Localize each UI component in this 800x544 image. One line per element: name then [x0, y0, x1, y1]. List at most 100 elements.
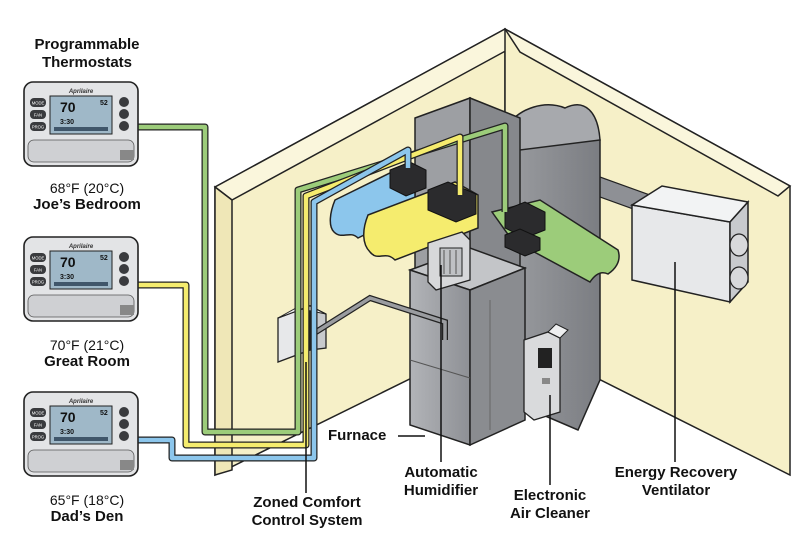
- thermostat-fan-button: [30, 265, 46, 274]
- thermostat-arrow-button: [119, 431, 129, 441]
- return-duct-top: [507, 104, 601, 151]
- thermostat-temp-reading: 70: [60, 409, 76, 425]
- air-cleaner-side: [547, 323, 569, 339]
- thermostat-bottom-tab: [120, 460, 134, 470]
- thermostat-mode-button: [30, 408, 46, 417]
- humidifier-label-line-1: Automatic: [404, 464, 478, 481]
- thermostat-time: 3:30: [60, 119, 74, 126]
- thermostat-prog-button: [30, 122, 46, 131]
- thermostat-fan-button: [30, 420, 46, 429]
- thermostat-bottom-tab: [120, 305, 134, 315]
- thermostat-arrow-button: [119, 97, 129, 107]
- thermostat-1-temp: 68°F (20°C): [49, 180, 125, 196]
- erv-port-lower: [729, 266, 749, 290]
- zone-control-label: Zoned Comfort Control System: [240, 494, 374, 530]
- thermostat-arrow-button: [119, 419, 129, 429]
- energy-recovery-ventilator: [574, 167, 750, 304]
- thermostat-setpoint: 52: [100, 100, 108, 107]
- thermostat-arrow-button: [119, 264, 129, 274]
- damper-yellow: [427, 181, 477, 223]
- thermostat-brand: Aprilaire: [68, 89, 94, 95]
- thermostat-arrow-button: [119, 407, 129, 417]
- thermostat-time: 3:30: [60, 429, 74, 436]
- thermostat-temp-reading: 70: [60, 99, 76, 115]
- leader-lines: [305, 262, 676, 493]
- thermostat-base: [27, 294, 135, 318]
- humidifier-label-line-2: Humidifier: [403, 482, 479, 499]
- thermostat-fan-label: FAN: [34, 113, 42, 118]
- furnace-label: Furnace: [328, 427, 387, 444]
- thermostat-3: Aprilaire 70 52 3:30 MODE FAN PROG: [23, 391, 139, 477]
- thermostat-setpoint: 52: [100, 255, 108, 262]
- air-cleaner-label-line-2: Air Cleaner: [509, 505, 591, 522]
- wire-blue: [137, 147, 411, 461]
- thermostat-1: Aprilaire 70 52 3:30 MODE FAN PROG: [23, 81, 139, 167]
- thermostat-2-caption: 70°F (21°C) Great Room: [12, 337, 162, 371]
- thermostat-bottom-tab: [120, 150, 134, 160]
- title-label: Programmable Thermostats: [12, 36, 162, 72]
- thermostat-3-room: Dad’s Den: [50, 508, 124, 525]
- thermostat-fan-button: [30, 110, 46, 119]
- thermostat-1-caption: 68°F (20°C) Joe’s Bedroom: [12, 180, 162, 214]
- zone-control-label-line-1: Zoned Comfort: [253, 494, 361, 511]
- air-cleaner-unit: [523, 323, 569, 421]
- thermostat-prog-label: PROG: [32, 125, 44, 130]
- air-cleaner-light: [542, 378, 550, 384]
- humidifier-unit: [427, 231, 471, 291]
- thermostat-mode-label: MODE: [32, 411, 45, 416]
- thermostat-arrow-button: [119, 252, 129, 262]
- zone-ducts: [329, 161, 620, 283]
- thermostat-fan-label: FAN: [34, 268, 42, 273]
- thermostat-arrow-button: [119, 121, 129, 131]
- thermostat-brand: Aprilaire: [68, 399, 94, 405]
- right-wall-top-edge: [504, 28, 792, 197]
- control-wire-to-furnace-fill: [315, 296, 447, 340]
- thermostat-status-bar: [54, 127, 108, 131]
- thermostat-setpoint: 52: [100, 410, 108, 417]
- thermostat-2-temp: 70°F (21°C): [49, 337, 125, 353]
- thermostat-mode-button: [30, 98, 46, 107]
- thermostat-mode-button: [30, 253, 46, 262]
- title-line-1: Programmable: [34, 36, 140, 53]
- thermostat-arrow-button: [119, 276, 129, 286]
- thermostat-2-room: Great Room: [44, 353, 130, 370]
- thermostat-3-caption: 65°F (18°C) Dad’s Den: [12, 492, 162, 526]
- thermostat-base: [27, 139, 135, 163]
- erv-label-line-2: Ventilator: [641, 482, 711, 499]
- air-cleaner-label-line-1: Electronic: [513, 487, 587, 504]
- thermostat-3-temp: 65°F (18°C): [49, 492, 125, 508]
- thermostat-prog-label: PROG: [32, 435, 44, 440]
- thermostat-prog-button: [30, 432, 46, 441]
- air-cleaner-label: Electronic Air Cleaner: [494, 487, 606, 523]
- wire-green: [137, 123, 508, 435]
- humidifier-label: Automatic Humidifier: [378, 464, 504, 500]
- title-line-2: Thermostats: [41, 54, 133, 71]
- thermostat-2: Aprilaire 70 52 3:30 MODE FAN PROG: [23, 236, 139, 322]
- air-cleaner-panel: [538, 348, 552, 368]
- thermostat-brand: Aprilaire: [68, 244, 94, 250]
- damper-green-a: [504, 201, 546, 239]
- furnace-front: [409, 268, 471, 447]
- thermostat-1-room: Joe’s Bedroom: [33, 196, 141, 213]
- damper-green-b: [504, 228, 541, 257]
- erv-port-upper: [729, 233, 749, 257]
- thermostat-prog-label: PROG: [32, 280, 44, 285]
- erv-label: Energy Recovery Ventilator: [605, 464, 747, 500]
- left-wall-front-edge: [214, 185, 233, 477]
- thermostat-prog-button: [30, 277, 46, 286]
- thermostat-time: 3:30: [60, 274, 74, 281]
- thermostat-mode-label: MODE: [32, 256, 45, 261]
- thermostat-status-bar: [54, 437, 108, 441]
- thermostat-arrow-button: [119, 109, 129, 119]
- thermostat-mode-label: MODE: [32, 101, 45, 106]
- thermostat-fan-label: FAN: [34, 423, 42, 428]
- furnace-panel-seam: [409, 359, 471, 379]
- humidifier-grille: [439, 247, 463, 277]
- thermostat-base: [27, 449, 135, 473]
- furnace-side: [469, 266, 526, 447]
- zone-control-label-line-2: Control System: [251, 512, 363, 529]
- thermostat-temp-reading: 70: [60, 254, 76, 270]
- thermostat-status-bar: [54, 282, 108, 286]
